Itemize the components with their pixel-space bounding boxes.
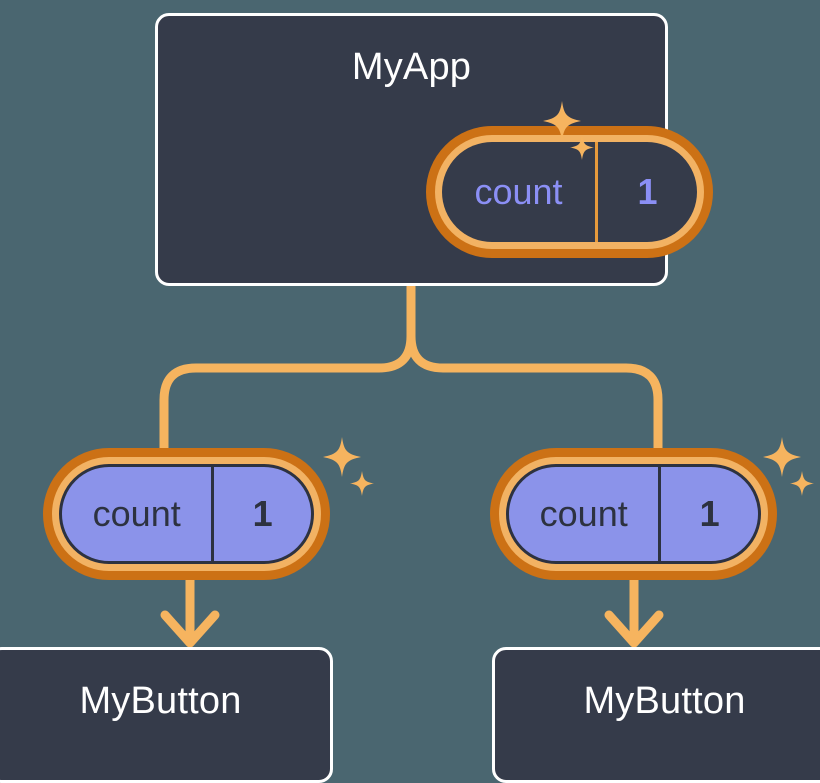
- component-card-mybutton-right[interactable]: MyButton: [492, 647, 820, 783]
- state-key-label: count: [92, 493, 181, 534]
- sparkle-icon: [763, 437, 801, 477]
- state-value-label: 1: [595, 142, 697, 242]
- state-key-label: count: [539, 493, 628, 534]
- component-title-myapp: MyApp: [351, 46, 472, 88]
- state-pill-branch-left[interactable]: count 1: [43, 448, 330, 580]
- sparkle-icon: [323, 437, 361, 477]
- sparkle-icon: [350, 471, 374, 496]
- arrow-head-left: [160, 610, 220, 648]
- state-pill-inner: count 1: [59, 464, 314, 564]
- arrow-head-right: [604, 610, 664, 648]
- component-card-myapp[interactable]: MyApp count 1: [155, 13, 713, 286]
- state-value-label: 1: [211, 467, 311, 561]
- component-title-mybutton: MyButton: [79, 680, 242, 722]
- state-key-label: count: [474, 171, 563, 212]
- state-pill-inner: count 1: [506, 464, 761, 564]
- sparkle-icon: [790, 471, 814, 496]
- tree-edge-right: [406, 282, 663, 457]
- component-title-mybutton: MyButton: [583, 680, 746, 722]
- state-pill-branch-right[interactable]: count 1: [490, 448, 777, 580]
- state-value-label: 1: [658, 467, 758, 561]
- state-pill-inner: count 1: [442, 142, 697, 242]
- component-card-mybutton-left[interactable]: MyButton: [0, 647, 333, 783]
- tree-edge-left: [159, 282, 416, 457]
- state-pill-myapp[interactable]: count 1: [426, 126, 713, 258]
